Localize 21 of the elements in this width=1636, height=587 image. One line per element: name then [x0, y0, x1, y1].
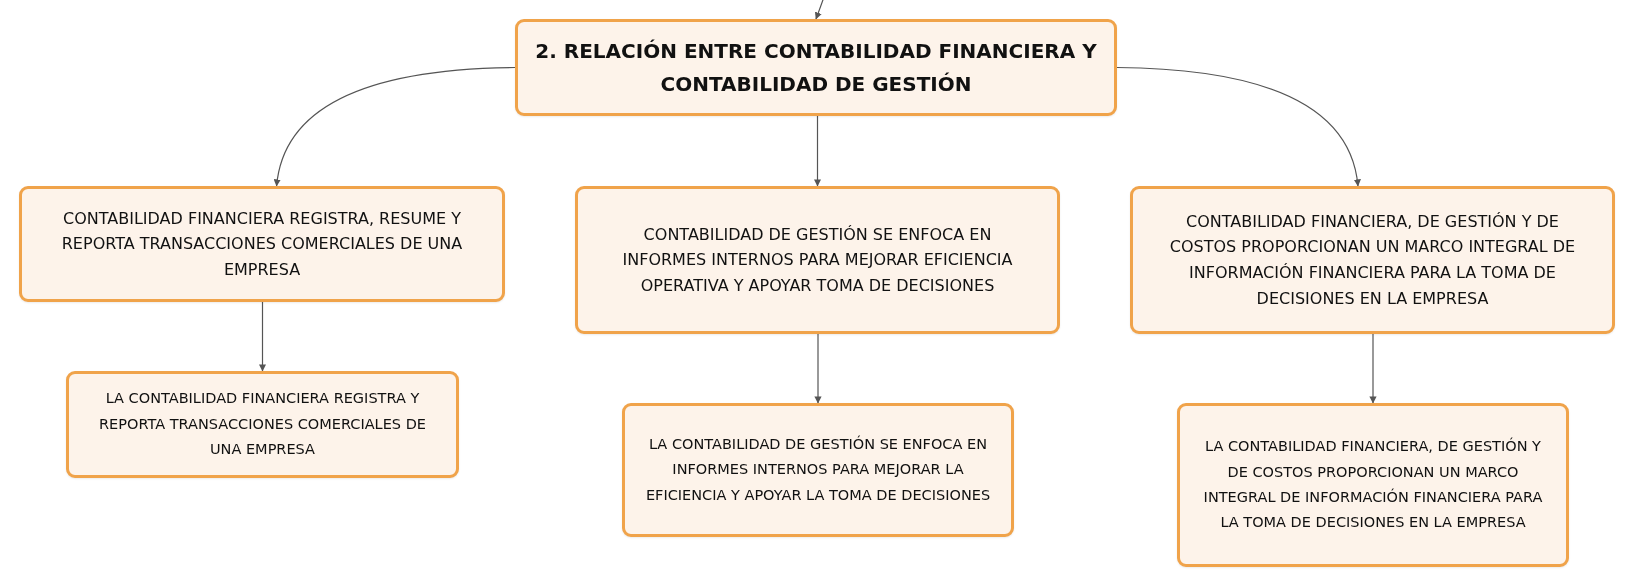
arrow: [813, 115, 822, 187]
arrow: [814, 333, 822, 404]
node-text: CONTABILIDAD DE GESTIÓN SE ENFOCA EN INFORMES INTERNOS PARA MEJORAR EFICIENCIA OPERATIVA Y APOYAR TOMA DE DECISIONES: [621, 223, 1014, 297]
node-text: LA CONTABILIDAD FINANCIERA, DE GESTIÓN Y DE COSTOS PROPORCIONAN UN MARCO INTEGRAL DE INFORMACIÓN FINANCIERA PARA LA TOMA DE DECISIONES EN LA EMPRESA: [1202, 436, 1544, 533]
subtopic-box: [19, 186, 505, 302]
arrow: [258, 301, 267, 372]
arrow: [1369, 333, 1377, 404]
subtopic-box: [66, 371, 459, 478]
node-text: CONTABILIDAD FINANCIERA, DE GESTIÓN Y DE COSTOS PROPORCIONAN UN MARCO INTEGRAL DE INFORMACIÓN FINANCIERA PARA LA TOMA DE DECISIONES EN LA EMPRESA: [1168, 210, 1577, 310]
arrow: [274, 66, 516, 187]
node-text: LA CONTABILIDAD FINANCIERA REGISTRA Y REPORTA TRANSACCIONES COMERCIALES DE UNA EMPRESA: [98, 389, 427, 460]
subtopic-box: [1177, 403, 1569, 567]
node-text: 2. RELACIÓN ENTRE CONTABILIDAD FINANCIERA Y CONTABILIDAD DE GESTIÓN: [534, 37, 1098, 98]
node-text: LA CONTABILIDAD DE GESTIÓN SE ENFOCA EN INFORMES INTERNOS PARA MEJORAR LA EFICIENCIA Y APOYAR LA TOMA DE DECISIONES: [644, 434, 992, 505]
subtopic-box: [622, 403, 1014, 537]
subtopic-box: [575, 186, 1060, 334]
arrow: [1116, 66, 1361, 187]
arrow: [814, 0, 825, 20]
subtopic-box: [1130, 186, 1615, 334]
topic-box: [515, 19, 1117, 116]
node-text: CONTABILIDAD FINANCIERA REGISTRA, RESUME Y REPORTA TRANSACCIONES COMERCIALES DE UNA EMPRESA: [60, 207, 464, 281]
